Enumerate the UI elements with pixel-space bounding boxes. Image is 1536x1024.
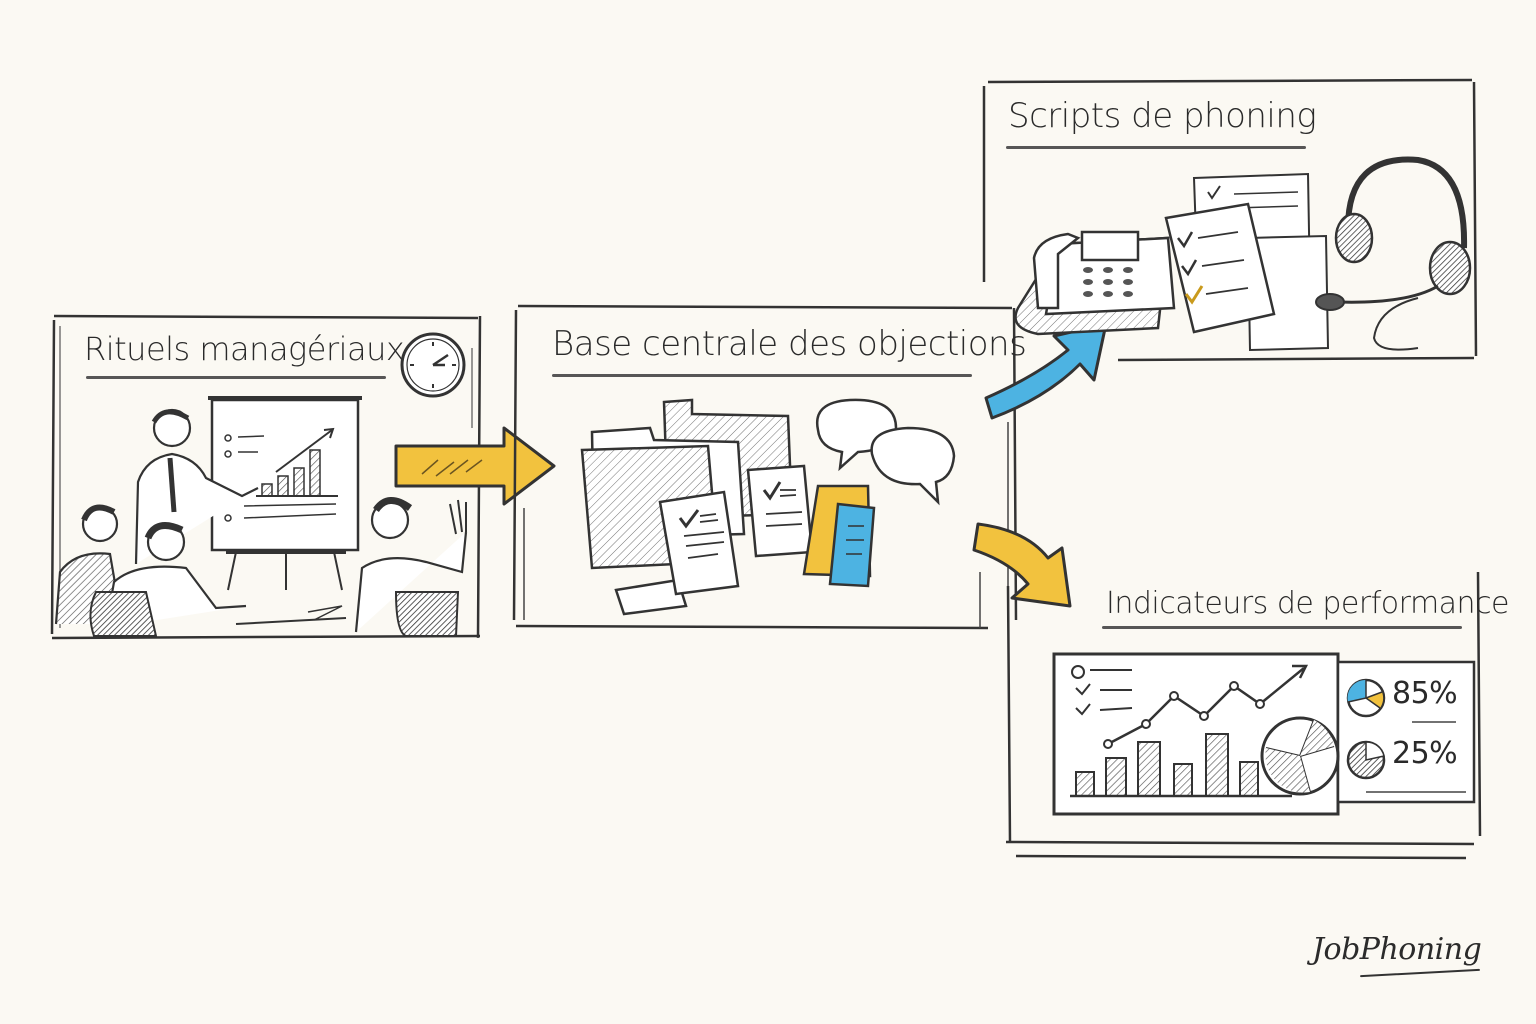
panel-scripts-phoning: Scripts de phoning — [978, 74, 1478, 364]
title-underline — [1102, 626, 1462, 629]
desk-phone-icon — [1014, 230, 1176, 336]
kpi-pie-25-icon — [1346, 740, 1386, 780]
title-underline — [1006, 146, 1306, 149]
speech-bubble-icon — [815, 398, 956, 506]
checklist-icon — [1164, 172, 1330, 352]
title-underline — [552, 374, 972, 377]
dashboard-illustration — [1052, 652, 1476, 816]
panel-title: Rituels managériaux — [84, 330, 405, 368]
checklist-icon — [658, 464, 814, 596]
panel-frame — [982, 78, 1478, 362]
panel-base-centrale-objections: Base centrale des objections — [508, 302, 1027, 634]
flow-arrow-base-to-scripts — [984, 322, 1108, 420]
panel-title: Scripts de phoning — [1008, 96, 1317, 136]
kpi-value-25: 25% — [1392, 736, 1458, 771]
brand-underline — [1360, 968, 1480, 978]
phoning-illustration — [1014, 156, 1472, 352]
title-underline — [86, 376, 386, 379]
brand-logo: JobPhoning — [1312, 932, 1482, 967]
team-people-illustration — [54, 408, 468, 637]
panel-title: Base centrale des objections — [552, 324, 1027, 364]
kpi-value-85: 85% — [1392, 676, 1458, 711]
sticky-note-icon — [802, 484, 876, 588]
flipchart-icon — [208, 396, 362, 591]
kpi-pie-85-icon — [1346, 678, 1386, 718]
flow-arrow-base-to-indicateurs — [972, 522, 1072, 608]
headset-icon — [1315, 156, 1472, 351]
panel-frame — [1005, 571, 1482, 860]
clock-icon — [400, 332, 466, 398]
panel-rituels-manageriaux: Rituels managériaux — [46, 308, 484, 644]
pie-chart-icon — [1260, 716, 1340, 796]
arrow-down-right-icon — [972, 522, 1072, 608]
panel-title: Indicateurs de performance — [1106, 586, 1510, 621]
objections-illustration — [580, 398, 956, 616]
arrow-up-right-icon — [984, 322, 1108, 420]
panel-indicateurs-performance: Indicateurs de performance — [996, 566, 1510, 860]
line-chart-icon — [1103, 664, 1309, 749]
